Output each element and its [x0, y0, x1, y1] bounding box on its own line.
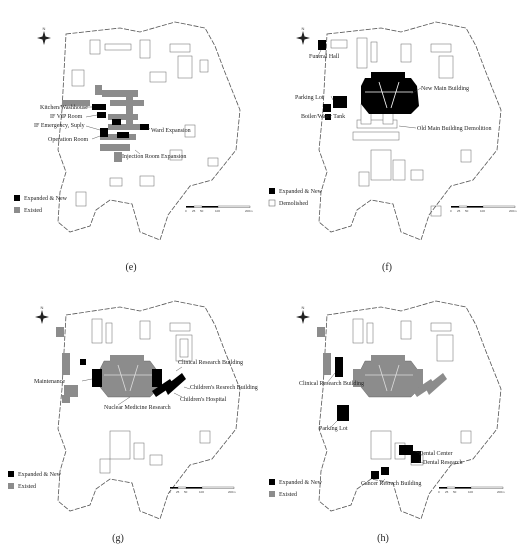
scale-bar-h: 0 25 50 100 200m [438, 486, 505, 494]
campus-map-f: N F [268, 21, 517, 241]
legend-existed-label: Existed [279, 492, 297, 498]
label-maintenance: Maintenance [34, 379, 65, 385]
label-dental-center: Dental Center [419, 451, 453, 457]
label-boiler: Boiler/Water Tank [301, 114, 345, 120]
label-new-main-building: New Main Building [421, 86, 469, 92]
label-injection-room: Injection Room Expansion [122, 154, 186, 160]
svg-text:100: 100 [199, 490, 204, 494]
label-cancer-research: Cancer Resrech Building [361, 481, 421, 487]
svg-text:0: 0 [450, 209, 452, 213]
legend-existed-label: Existed [24, 208, 42, 214]
label-kitchen: Kitchen/Washhouse [40, 105, 88, 111]
svg-text:N: N [302, 26, 305, 31]
label-funeral-hall: Funeral Hall [309, 54, 339, 60]
new-buildings [318, 40, 419, 120]
label-clinical-research: Clinical Research Building [178, 360, 243, 366]
campus-boundary [57, 21, 241, 241]
scale-bar-g: 0 25 50 100 200m [169, 486, 236, 494]
label-vip-room: IF VIP Room [50, 114, 83, 120]
svg-text:N: N [302, 305, 305, 310]
scale-bar-f: 0 25 50 100 200m [450, 205, 517, 213]
svg-text:200m: 200m [509, 209, 517, 213]
legend-existed-label: Existed [18, 484, 36, 490]
caption-f: (f) [382, 262, 392, 273]
label-dental-research: Dental Research [423, 460, 462, 466]
svg-text:N: N [43, 26, 46, 31]
label-parking-lot: Parking Lot [295, 95, 324, 101]
legend-f: Expanded & New Demolished [268, 188, 323, 207]
caption-e: (e) [125, 262, 137, 273]
svg-text:25: 25 [457, 209, 461, 213]
campus-map-g: N [8, 300, 258, 520]
scale-bar-e: 0 25 50 100 200m [185, 205, 253, 213]
new-buildings [335, 357, 421, 479]
svg-text:100: 100 [480, 209, 485, 213]
legend-new-label: Expanded & New [18, 472, 62, 478]
svg-text:N: N [41, 305, 44, 310]
svg-text:200m: 200m [497, 490, 505, 494]
svg-text:200m: 200m [245, 209, 253, 213]
legend-new-label: Expanded & New [279, 480, 323, 486]
svg-text:0: 0 [438, 490, 440, 494]
legend-new-label: Expanded & New [279, 189, 323, 195]
label-parking-lot: Parking Lot [319, 426, 348, 432]
svg-text:0: 0 [185, 209, 187, 213]
map-panel-f: N F [261, 0, 522, 275]
svg-text:50: 50 [200, 209, 204, 213]
label-clinical-research: Clinical Research Building [299, 381, 364, 387]
map-panel-h: N [261, 275, 522, 550]
existing-outlines [91, 318, 211, 474]
svg-text:50: 50 [184, 490, 188, 494]
campus-boundary [318, 300, 502, 520]
label-childrens-research: Children's Resrech Building [190, 385, 258, 391]
legend-g: Expanded & New Existed [8, 471, 62, 490]
caption-g: (g) [112, 533, 124, 544]
svg-text:100: 100 [215, 209, 220, 213]
campus-map-e: N [14, 21, 253, 241]
compass-rose-icon: N [37, 26, 51, 45]
svg-text:0: 0 [169, 490, 171, 494]
label-old-main-demolition: Old Main Building Demolition [417, 126, 492, 132]
label-ward-expansion: Ward Expansion [151, 128, 191, 134]
map-panel-e: N [0, 0, 261, 275]
label-nuclear-medicine: Nuclear Medicine Research [104, 405, 171, 411]
campus-boundary [318, 21, 502, 241]
campus-map-h: N [269, 300, 505, 520]
legend-new-label: Expanded & New [24, 196, 68, 202]
label-emergency: IF Emergency, Suply [34, 123, 85, 129]
existing-outlines [71, 39, 219, 207]
compass-rose-icon: N [296, 305, 310, 324]
campus-boundary [57, 300, 241, 520]
legend-demolished-label: Demolished [279, 201, 308, 207]
svg-text:25: 25 [176, 490, 180, 494]
caption-h: (h) [377, 533, 389, 544]
compass-rose-icon: N [35, 305, 49, 324]
legend-h: Expanded & New Existed [269, 479, 323, 498]
svg-text:50: 50 [465, 209, 469, 213]
svg-text:100: 100 [468, 490, 473, 494]
existing-outlines [330, 37, 472, 217]
existed-buildings [317, 327, 447, 398]
new-buildings [80, 359, 186, 397]
new-buildings [92, 104, 149, 138]
svg-text:25: 25 [192, 209, 196, 213]
svg-text:25: 25 [445, 490, 449, 494]
map-panel-g: N [0, 275, 261, 550]
compass-rose-icon: N [296, 26, 310, 45]
label-childrens-hospital: Children's Hospital [180, 397, 227, 403]
label-operation-room: Operation Room [48, 137, 88, 143]
existed-buildings [56, 327, 159, 403]
svg-text:50: 50 [453, 490, 457, 494]
svg-text:200m: 200m [228, 490, 236, 494]
legend-e: Expanded & New Existed [14, 195, 68, 214]
